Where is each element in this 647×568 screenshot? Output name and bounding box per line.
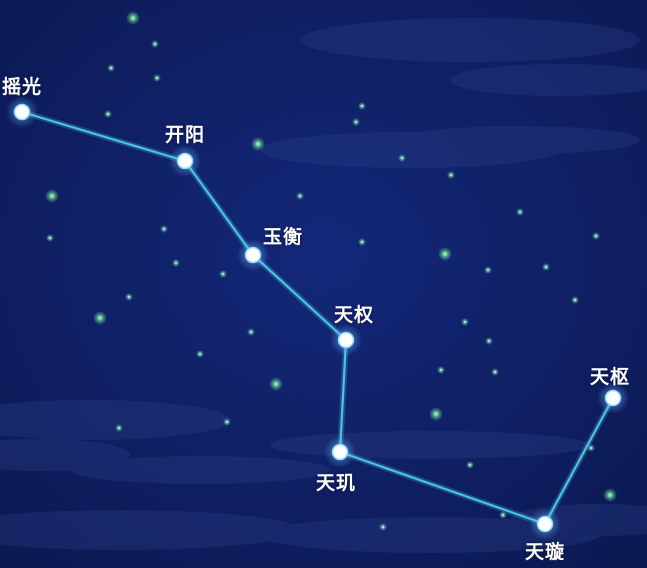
background-star-core [298, 194, 302, 198]
background-star-core [162, 227, 166, 231]
star-tianquan [337, 331, 355, 349]
star-kaiyang [176, 152, 194, 170]
background-star-core [463, 320, 467, 324]
star-label-yaoguang: 摇光 [2, 76, 43, 98]
background-star-core [131, 16, 135, 20]
background-star-core [153, 42, 157, 46]
link-tianji-tianxuan [338, 450, 547, 526]
background-star-core [198, 352, 202, 356]
star-label-tianxuan: 天璇 [525, 541, 566, 563]
background-star-core [487, 339, 491, 343]
background-star-core [50, 194, 54, 198]
background-star-core [221, 272, 225, 276]
link-tianxuan-tianshu [543, 396, 615, 526]
background-star-core [400, 156, 404, 160]
star-yaoguang [13, 103, 31, 121]
constellation-lines [19, 109, 616, 527]
background-stars [45, 11, 617, 531]
background-star-core [381, 525, 385, 529]
background-star-core [468, 463, 472, 467]
background-star-core [493, 370, 497, 374]
background-star-core [434, 412, 438, 416]
background-star-core [48, 236, 52, 240]
background-star-core [449, 173, 453, 177]
background-star-core [174, 261, 178, 265]
background-star-core [106, 112, 110, 116]
background-star-core [225, 420, 229, 424]
link-kaiyang-yuheng [183, 159, 255, 257]
background-star-core [109, 66, 113, 70]
star-label-tianquan: 天权 [334, 304, 375, 326]
clouds [0, 18, 647, 553]
background-star-core [589, 446, 593, 450]
background-star-core [608, 493, 612, 497]
background-star-core [544, 265, 548, 269]
background-star-core [439, 368, 443, 372]
background-star-core [594, 234, 598, 238]
star-tianji [331, 443, 349, 461]
background-star-core [127, 295, 131, 299]
background-star-core [501, 513, 505, 517]
background-star-core [274, 382, 278, 386]
star-yuheng [244, 246, 262, 264]
background-star-core [443, 252, 447, 256]
background-star-core [256, 142, 260, 146]
background-star-core [518, 210, 522, 214]
star-label-tianji: 天玑 [316, 472, 357, 494]
link-yaoguang-kaiyang [20, 110, 187, 163]
background-star-core [360, 240, 364, 244]
background-star-core [155, 76, 159, 80]
background-star-core [360, 104, 364, 108]
star-tianshu [604, 389, 622, 407]
star-tianxuan [536, 515, 554, 533]
star-label-kaiyang: 开阳 [165, 124, 206, 146]
link-tianquan-tianji [338, 338, 348, 454]
star-label-tianshu: 天枢 [590, 366, 631, 388]
background-star-core [98, 316, 102, 320]
background-star-core [573, 298, 577, 302]
constellation-stars [6, 96, 629, 540]
star-label-yuheng: 玉衡 [263, 226, 304, 248]
background-star-core [249, 330, 253, 334]
background-star-core [117, 426, 121, 430]
background-star-core [486, 268, 490, 272]
link-yuheng-tianquan [251, 253, 348, 342]
background-star-core [354, 120, 358, 124]
